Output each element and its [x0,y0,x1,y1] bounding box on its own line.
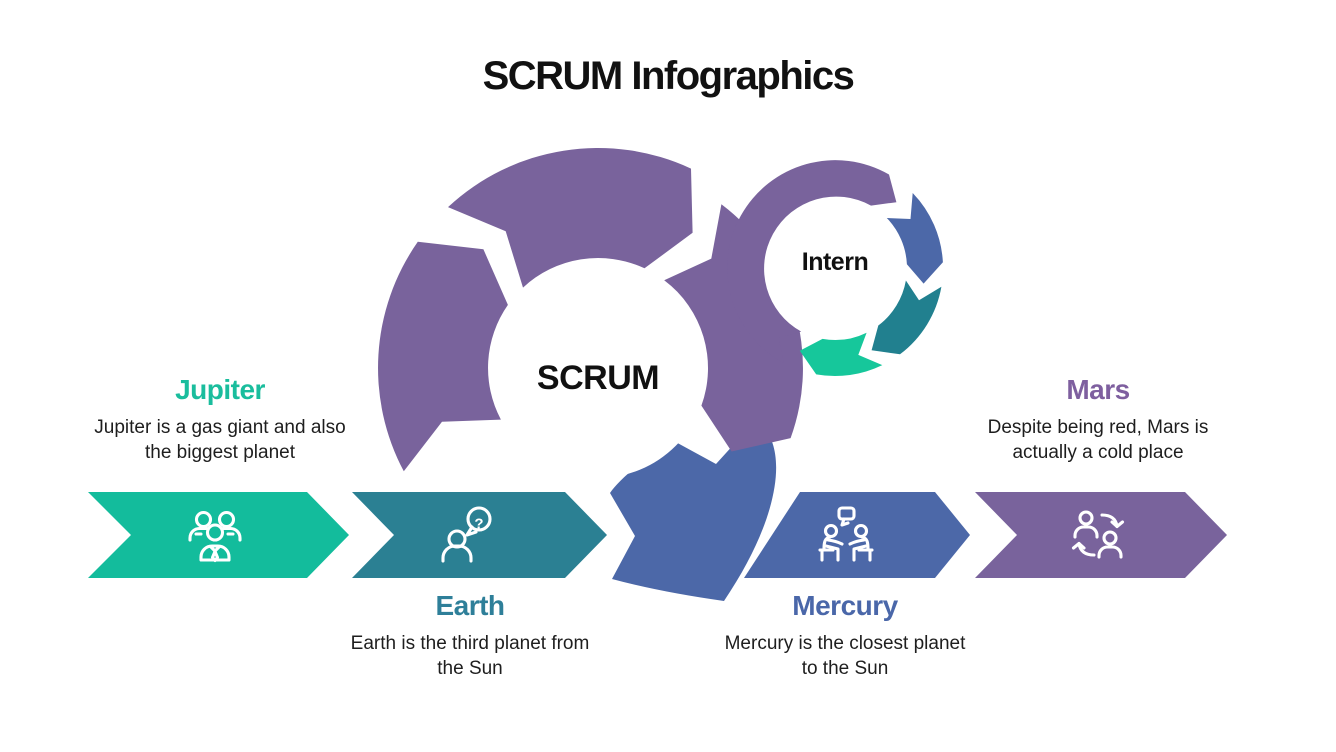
satellite-segment-green [799,332,883,377]
people-swap-icon [1071,510,1125,559]
question-person-icon: ? [441,506,492,563]
step-label-mercury: Mercury Mercury is the closest planet to… [716,590,974,682]
satellite-center-disc [763,196,907,340]
meeting-icon [818,506,874,562]
flow-arrow-mars [975,492,1227,578]
step-description-mars: Despite being red, Mars is actually a co… [987,417,1209,464]
satellite-segment-purple [727,160,897,364]
step-label-jupiter: Jupiter Jupiter is a gas giant and also … [93,374,347,466]
cycle-center-label: SCRUM [536,359,660,397]
step-description-earth: Earth is the third planet from the Sun [350,633,590,680]
satellite-segment-teal [871,280,942,355]
team-icon [188,510,242,563]
step-label-mars: Mars Despite being red, Mars is actually… [971,374,1225,466]
page-title: SCRUM Infographics [482,54,855,98]
step-label-earth: Earth Earth is the third planet from the… [343,590,597,682]
cycle-satellite-label: Intern [801,248,869,276]
flow-arrow-earth [352,492,607,578]
step-title-jupiter: Jupiter [175,374,265,405]
step-description-jupiter: Jupiter is a gas giant and also the bigg… [94,417,346,464]
step-title-mercury: Mercury [792,590,898,621]
step-description-mercury: Mercury is the closest planet to the Sun [724,633,966,680]
cycle-center-disc [488,258,708,478]
step-title-mars: Mars [1066,374,1130,405]
sprint-flow-swoosh [610,420,777,601]
step-title-earth: Earth [435,590,505,621]
cycle-segment-top [448,147,693,288]
cycle-segment-left [378,241,508,472]
question-mark-glyph: ? [474,515,483,532]
satellite-segment-blue [886,193,943,284]
